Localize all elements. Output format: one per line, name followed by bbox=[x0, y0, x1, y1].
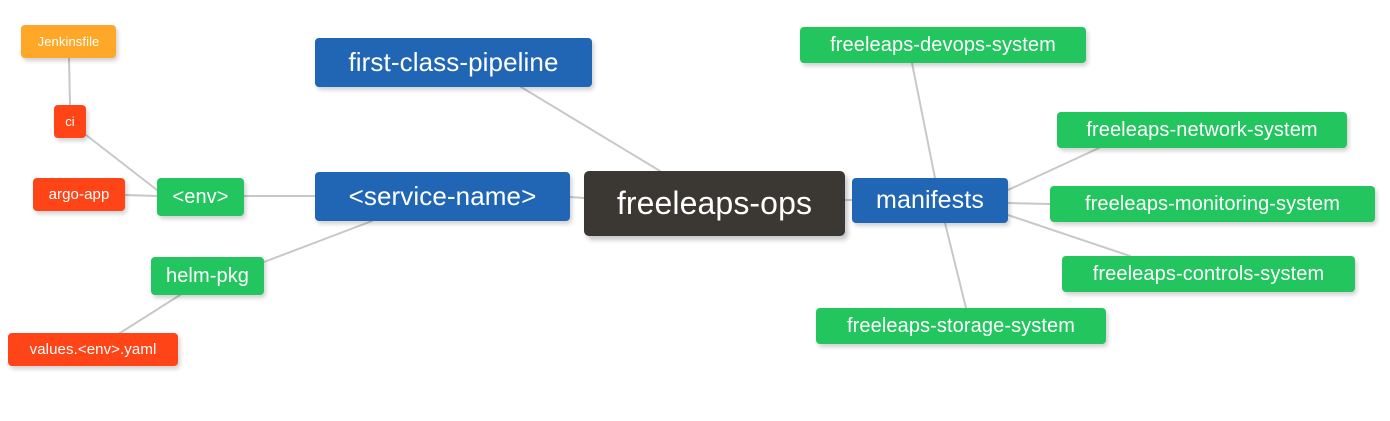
node-freeleaps-network-system[interactable]: freeleaps-network-system bbox=[1057, 112, 1347, 148]
node-ci[interactable]: ci bbox=[54, 105, 86, 138]
node-manifests[interactable]: manifests bbox=[852, 178, 1008, 223]
node-label: manifests bbox=[876, 186, 984, 215]
node-values-env-yaml[interactable]: values.<env>.yaml bbox=[8, 333, 178, 366]
node-label: Jenkinsfile bbox=[37, 33, 100, 49]
node-label: ci bbox=[65, 113, 75, 129]
node-first-class-pipeline[interactable]: first-class-pipeline bbox=[315, 38, 592, 87]
node-freeleaps-devops-system[interactable]: freeleaps-devops-system bbox=[800, 27, 1086, 63]
node-freeleaps-ops[interactable]: freeleaps-ops bbox=[584, 171, 845, 236]
edge-manifests-to-freeleaps-network-system bbox=[1007, 147, 1100, 191]
node-label: freeleaps-controls-system bbox=[1092, 262, 1325, 285]
edge-values-env-yaml-to-helm-pkg bbox=[119, 294, 181, 334]
node-label: values.<env>.yaml bbox=[29, 340, 157, 358]
node-freeleaps-controls-system[interactable]: freeleaps-controls-system bbox=[1062, 256, 1355, 292]
node-label: freeleaps-ops bbox=[616, 184, 813, 221]
node-freeleaps-storage-system[interactable]: freeleaps-storage-system bbox=[816, 308, 1106, 344]
node-label: freeleaps-devops-system bbox=[830, 33, 1056, 56]
node-label: <service-name> bbox=[348, 180, 537, 211]
node-freeleaps-monitoring-system[interactable]: freeleaps-monitoring-system bbox=[1050, 186, 1375, 222]
edge-first-class-pipeline-to-freeleaps-ops bbox=[520, 86, 661, 172]
edge-manifests-to-freeleaps-devops-system bbox=[911, 62, 936, 179]
node-label: argo-app bbox=[48, 185, 110, 203]
node-argo-app[interactable]: argo-app bbox=[33, 178, 125, 211]
node-label: freeleaps-monitoring-system bbox=[1084, 192, 1340, 215]
node-label: <env> bbox=[172, 185, 229, 208]
node-label: first-class-pipeline bbox=[348, 46, 559, 77]
node-label: freeleaps-network-system bbox=[1086, 118, 1318, 141]
node-helm-pkg[interactable]: helm-pkg bbox=[151, 257, 264, 295]
node-service-name[interactable]: <service-name> bbox=[315, 172, 570, 221]
edge-manifests-to-freeleaps-monitoring-system bbox=[1007, 202, 1051, 205]
node-env[interactable]: <env> bbox=[157, 178, 244, 216]
node-label: freeleaps-storage-system bbox=[846, 314, 1076, 337]
edge-argo-app-to-env bbox=[124, 194, 158, 197]
edge-jenkinsfile-to-ci bbox=[68, 57, 71, 106]
node-label: helm-pkg bbox=[165, 264, 250, 287]
node-jenkinsfile[interactable]: Jenkinsfile bbox=[21, 25, 116, 58]
edge-manifests-to-freeleaps-storage-system bbox=[944, 222, 967, 309]
edge-helm-pkg-to-service-name bbox=[263, 220, 373, 263]
edge-service-name-to-freeleaps-ops bbox=[569, 196, 585, 199]
